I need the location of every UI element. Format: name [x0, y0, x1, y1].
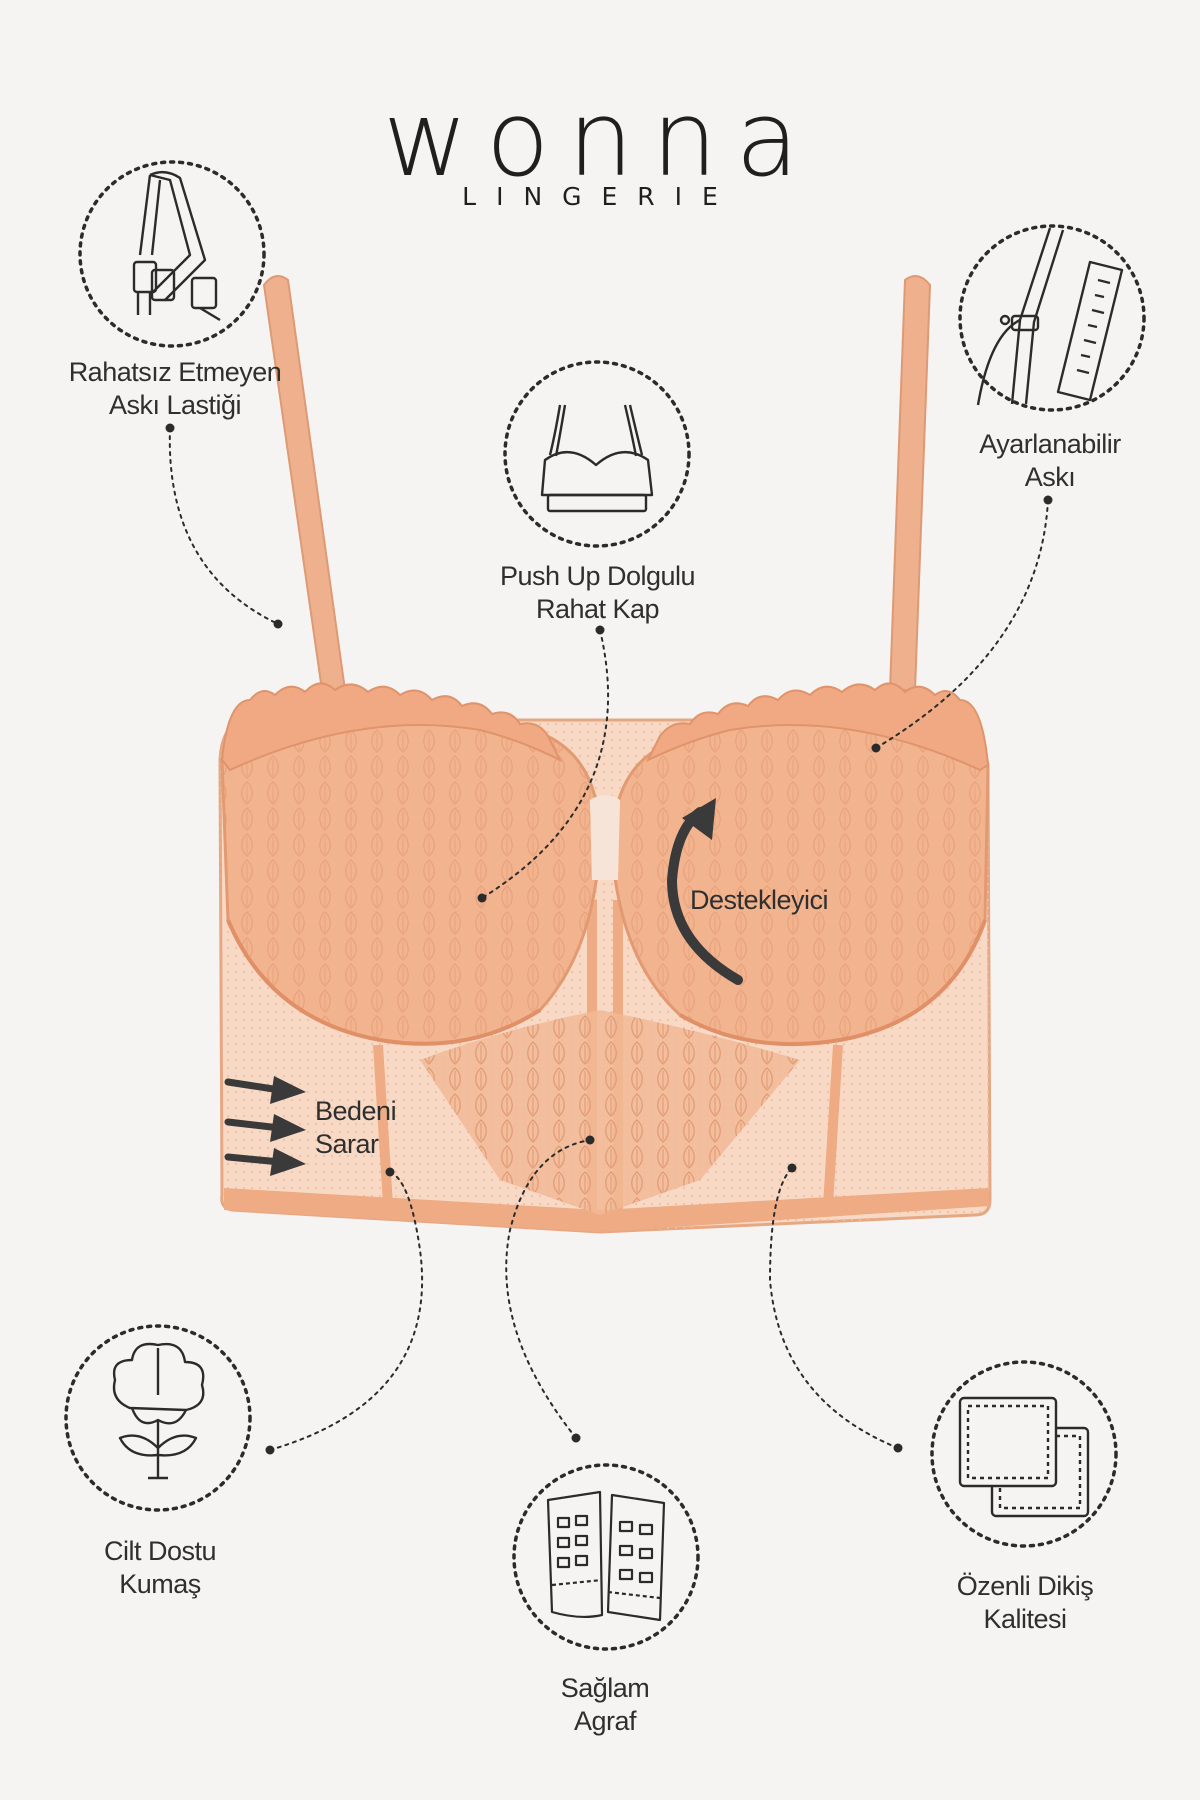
icon-circle-pushup — [503, 360, 691, 548]
bra-product-image — [218, 275, 992, 1234]
icon-circle-strap — [78, 160, 266, 348]
icon-circle-clasp — [512, 1463, 700, 1651]
brand-subtitle: LINGERIE — [462, 182, 738, 211]
feature-label-adjustable: Ayarlanabilir Askı — [979, 429, 1121, 492]
feature-label-stitch: Özenli Dikiş Kalitesi — [956, 1571, 1094, 1634]
adjustable-strap-ruler-icon — [976, 227, 1124, 406]
feature-label-pushup: Push Up Dolgulu Rahat Kap — [499, 561, 696, 624]
feature-label-wrap: Bedeni Sarar — [315, 1096, 397, 1159]
hook-eye-clasp-icon — [546, 1490, 666, 1622]
wrap-arrows-icon — [224, 1076, 306, 1176]
stitched-fabric-icon — [958, 1396, 1090, 1518]
left-strap — [262, 275, 347, 691]
icon-circle-stitch — [930, 1360, 1118, 1548]
leader-cotton — [269, 1171, 424, 1451]
curved-arrow-icon — [666, 798, 743, 985]
leader-clasp — [505, 1139, 591, 1439]
right-strap — [888, 275, 932, 691]
left-scallop-edge — [220, 682, 563, 772]
feature-label-clasp: Sağlam Agraf — [560, 1673, 650, 1736]
leader-pushup — [481, 629, 610, 899]
leader-adjustable — [875, 499, 1049, 749]
cotton-flower-icon — [112, 1342, 205, 1480]
leader-strap — [168, 427, 279, 625]
right-scallop-edge — [645, 682, 990, 772]
feature-label-cotton: Cilt Dostu Kumaş — [103, 1536, 217, 1599]
leader-stitch — [768, 1167, 899, 1449]
brand-logo: wonna — [382, 78, 818, 200]
icon-circle-cotton — [64, 1324, 252, 1512]
icon-circle-adjustable — [958, 224, 1146, 412]
push-up-bra-icon — [540, 404, 654, 513]
feature-label-supportive: Destekleyici — [690, 885, 829, 915]
feature-label-strap: Rahatsız Etmeyen Askı Lastiği — [68, 357, 282, 420]
strap-elastic-icon — [132, 170, 221, 322]
